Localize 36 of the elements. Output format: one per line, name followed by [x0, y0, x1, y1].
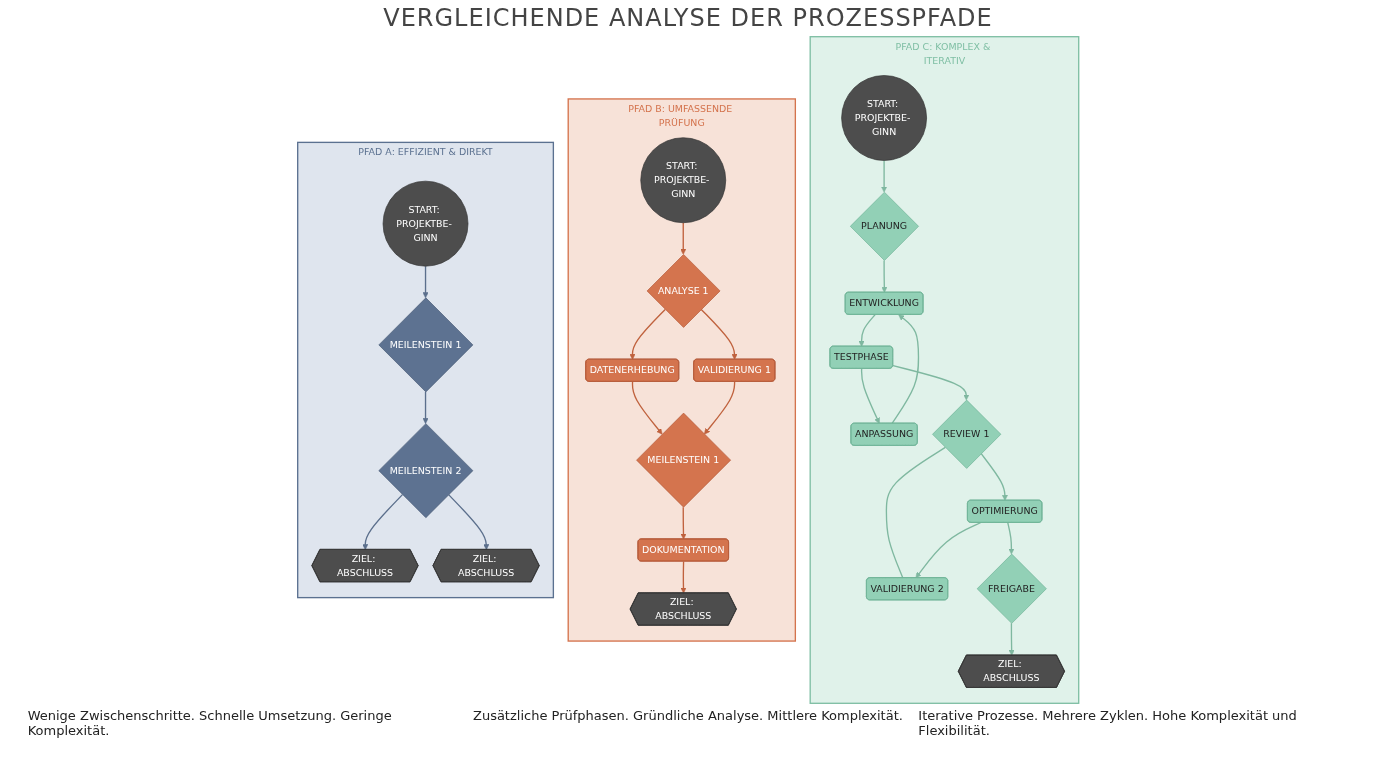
- arrow: [858, 314, 876, 347]
- node-diamond: MEILENSTEIN 1: [378, 297, 474, 393]
- arrow: [1008, 622, 1015, 656]
- node-circle: START: PROJEKTBE- GINN: [382, 180, 469, 267]
- arrow: [680, 222, 686, 255]
- arrow: [980, 452, 1008, 501]
- arrow: [860, 368, 880, 424]
- diagram-title: VERGLEICHENDE ANALYSE DER PROZESSPFADE: [382, 4, 994, 32]
- arrow: [447, 493, 490, 550]
- node-circle: START: PROJEKTBE- GINN: [640, 137, 726, 224]
- arrow: [629, 308, 666, 360]
- arrow: [631, 381, 663, 435]
- node-circle: START: PROJEKTBE- GINN: [841, 75, 927, 161]
- arrow: [700, 308, 738, 360]
- arrow: [892, 365, 970, 401]
- arrow: [362, 493, 403, 550]
- node-diamond: PLANUNG: [849, 191, 919, 261]
- arrow: [1006, 522, 1015, 555]
- arrow: [703, 381, 736, 435]
- node-diamond: REVIEW 1: [931, 399, 1001, 469]
- node-diamond: ANALYSE 1: [646, 254, 721, 328]
- arrow: [680, 560, 687, 594]
- note-text: Zusätzliche Prüfphasen. Gründliche Analyse. Mittlere Komplexität.: [473, 708, 903, 725]
- note-text: Iterative Prozesse. Mehrere Zyklen. Hohe Komplexität und Flexibilität.: [918, 708, 1298, 738]
- node-diamond: MEILENSTEIN 1: [636, 412, 731, 508]
- connector: [885, 446, 946, 579]
- note-text: Wenige Zwischenschritte. Schnelle Umsetzung. Geringe Komplexität.: [27, 708, 393, 738]
- arrow: [891, 314, 919, 425]
- node-diamond: MEILENSTEIN 2: [378, 423, 474, 518]
- arrow: [915, 522, 982, 579]
- arrow: [422, 265, 429, 299]
- node-diamond: FREIGABE: [976, 553, 1047, 624]
- arrow: [881, 259, 888, 293]
- arrow: [680, 506, 687, 540]
- arrow: [422, 391, 429, 424]
- arrow: [880, 159, 887, 193]
